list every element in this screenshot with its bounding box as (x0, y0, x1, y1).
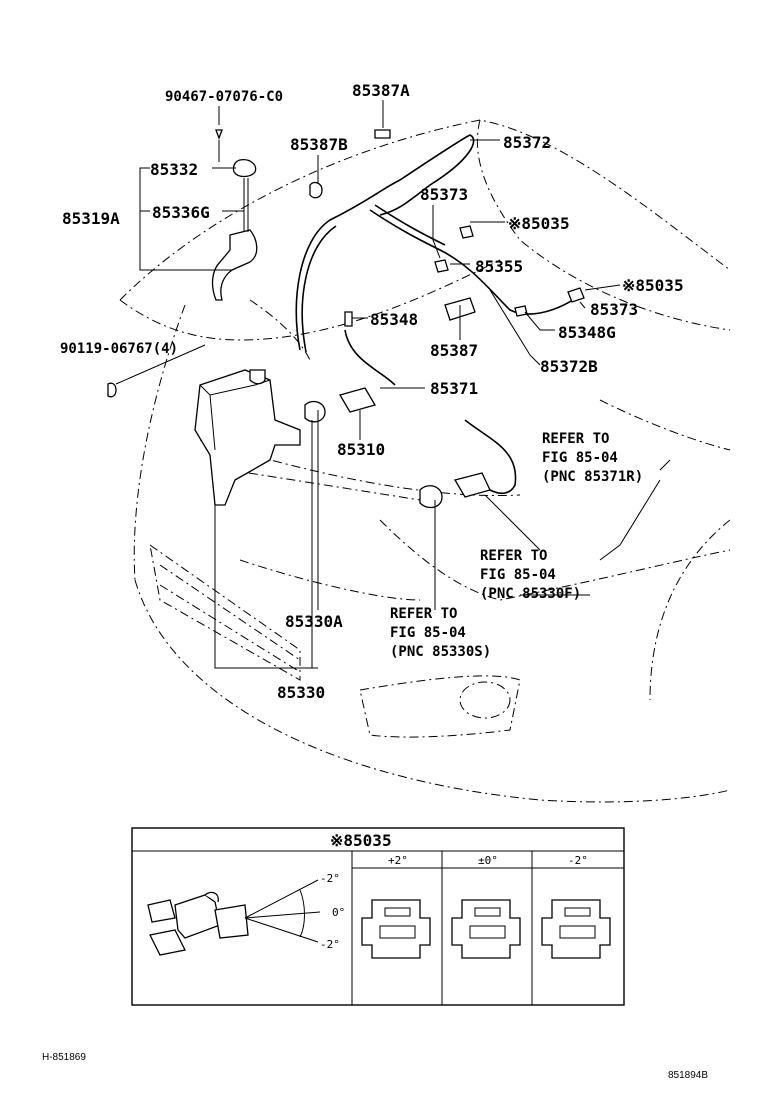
part-labels: 90467-07076-C0 85387A 85387B 85372 85332… (60, 81, 684, 702)
label-90119: 90119-06767(4) (60, 341, 178, 357)
svg-text:FIG 85-04: FIG 85-04 (480, 567, 556, 583)
connector-zero (451, 899, 521, 959)
svg-text:FIG 85-04: FIG 85-04 (542, 450, 618, 466)
nozzle-illustration: -2° 0° -2° (147, 872, 345, 956)
car-body-outline (119, 119, 731, 803)
label-85372b: 85372B (540, 357, 598, 376)
label-85387b: 85387B (290, 135, 348, 154)
label-85355: 85355 (475, 257, 523, 276)
svg-text:REFER TO: REFER TO (542, 431, 609, 447)
label-85387a: 85387A (352, 81, 410, 100)
label-85332: 85332 (150, 160, 198, 179)
label-85035-top: ※85035 (508, 214, 570, 233)
footer-code-right: 851894B (668, 1070, 708, 1081)
inset-title: ※85035 (330, 831, 392, 850)
label-85035-right: ※85035 (622, 276, 684, 295)
svg-text:(PNC 85330F): (PNC 85330F) (480, 586, 581, 602)
col-minus2: -2° (568, 854, 588, 867)
svg-text:(PNC 85330S): (PNC 85330S) (390, 644, 491, 660)
svg-text:FIG 85-04: FIG 85-04 (390, 625, 466, 641)
col-zero: ±0° (478, 854, 498, 867)
label-85348: 85348 (370, 310, 418, 329)
col-plus2: +2° (388, 854, 408, 867)
refer-note-85330f: REFER TO FIG 85-04 (PNC 85330F) (480, 548, 581, 602)
refer-note-85371r: REFER TO FIG 85-04 (PNC 85371R) (542, 431, 643, 485)
label-85387: 85387 (430, 341, 478, 360)
label-85372: 85372 (503, 133, 551, 152)
connector-minus2 (541, 899, 611, 959)
bracket-lines (139, 167, 318, 669)
leader-lines (115, 100, 671, 610)
svg-text:0°: 0° (332, 906, 345, 919)
svg-text:REFER TO: REFER TO (390, 606, 457, 622)
washer-hoses (295, 134, 581, 495)
footer-code-left: H-851869 (42, 1052, 86, 1063)
label-85319a: 85319A (62, 209, 120, 228)
washer-reservoir (194, 369, 301, 506)
svg-text:(PNC 85371R): (PNC 85371R) (542, 469, 643, 485)
filler-neck (211, 129, 258, 301)
label-85330a: 85330A (285, 612, 343, 631)
label-85348g: 85348G (558, 323, 616, 342)
label-85310: 85310 (337, 440, 385, 459)
label-85330: 85330 (277, 683, 325, 702)
inset-table: ※85035 +2° ±0° -2° -2° 0° -2° (131, 827, 625, 1006)
connector-plus2 (361, 899, 431, 959)
svg-text:-2°: -2° (320, 938, 340, 951)
label-90467: 90467-07076-C0 (165, 89, 283, 105)
svg-text:REFER TO: REFER TO (480, 548, 547, 564)
clips-parts (107, 129, 585, 509)
refer-note-85330s: REFER TO FIG 85-04 (PNC 85330S) (390, 606, 491, 660)
label-85373-right: 85373 (590, 300, 638, 319)
label-85336g: 85336G (152, 203, 210, 222)
svg-text:-2°: -2° (320, 872, 340, 885)
label-85373-top: 85373 (420, 185, 468, 204)
label-85371: 85371 (430, 379, 478, 398)
